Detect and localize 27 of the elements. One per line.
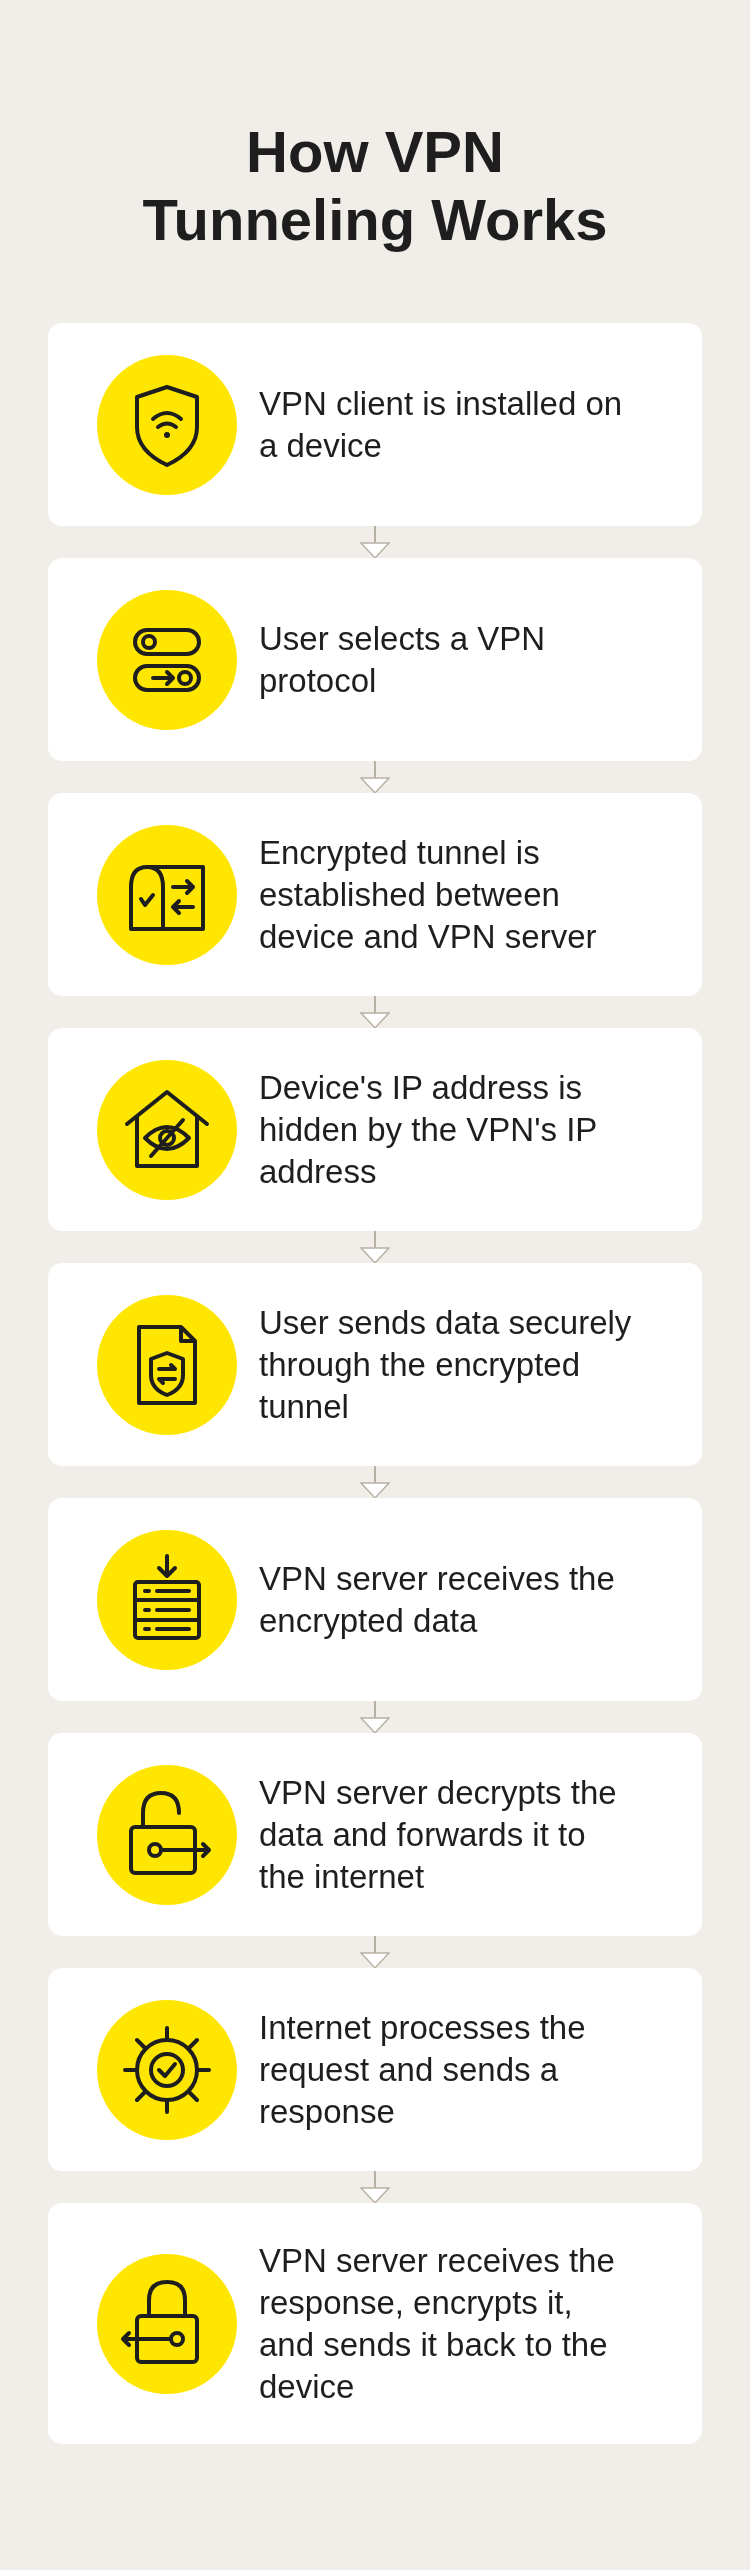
arrow xyxy=(360,1465,390,1499)
step-card xyxy=(48,793,702,996)
step-text: Encrypted tunnel is established between device and VPN server xyxy=(259,832,598,957)
step-card xyxy=(48,323,702,526)
arrow xyxy=(360,1935,390,1969)
arrow xyxy=(360,1700,390,1734)
step-text: User selects a VPN protocol xyxy=(259,618,547,701)
step-text: Internet processes the request and sends a response xyxy=(259,2007,587,2132)
title: How VPN Tunneling Works xyxy=(141,118,609,254)
arrow xyxy=(360,2170,390,2204)
arrow xyxy=(360,760,390,794)
step-card xyxy=(48,1263,702,1466)
step-card xyxy=(48,1733,702,1936)
step-text: VPN server receives the response, encrypts it, and sends it back to the device xyxy=(259,2240,616,2407)
step-text: VPN server receives the encrypted data xyxy=(259,1558,616,1641)
step-text: Device's IP address is hidden by the VPN's IP address xyxy=(259,1067,598,1192)
arrow xyxy=(360,995,390,1029)
step-text: User sends data securely through the encrypted tunnel xyxy=(259,1302,633,1427)
step-text: VPN server decrypts the data and forwards it to the internet xyxy=(259,1772,618,1897)
step-card xyxy=(48,558,702,761)
step-card xyxy=(48,1498,702,1701)
arrow xyxy=(360,525,390,559)
step-text: VPN client is installed on a device xyxy=(259,383,624,466)
step-card xyxy=(48,2203,702,2444)
step-card xyxy=(48,1028,702,1231)
step-card xyxy=(48,1968,702,2171)
arrow xyxy=(360,1230,390,1264)
